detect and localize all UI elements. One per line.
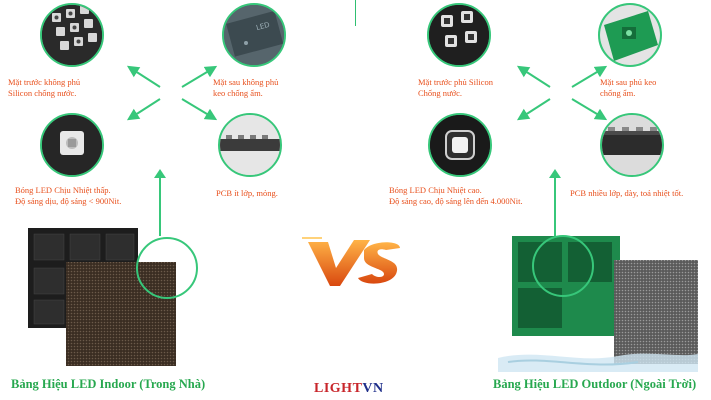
outdoor-module-image [498, 232, 698, 372]
outdoor-up-arrow [549, 169, 561, 236]
indoor-led-closeup [40, 113, 104, 177]
vs-emblem [302, 237, 400, 286]
outdoor-arrow-cluster [516, 65, 608, 121]
indoor-highlight-ring [136, 237, 198, 299]
caption-line: Bóng LED Chịu Nhiệt thấp. [15, 185, 111, 195]
indoor-pcb-caption: PCB ít lớp, mỏng. [216, 188, 278, 199]
caption-line: Silicon chống nước. [8, 88, 77, 98]
indoor-back-caption: Mặt sau không phủ keo chống ẩm. [213, 77, 278, 99]
indoor-title: Bảng Hiệu LED Indoor (Trong Nhà) [11, 377, 206, 391]
caption-line: PCB ít lớp, mỏng. [216, 188, 278, 198]
caption-line: Độ sáng cao, độ sáng lên đến 4.000Nit. [389, 196, 523, 206]
outdoor-pcb-closeup [600, 113, 664, 177]
indoor-arrow-cluster [126, 65, 218, 121]
outdoor-pcb-caption: PCB nhiều lớp, dày, toả nhiệt tốt. [570, 188, 683, 199]
caption-line: Độ sáng dịu, độ sáng < 900Nit. [15, 196, 122, 206]
outdoor-led-closeup [428, 113, 492, 177]
caption-line: Chống nước. [418, 88, 463, 98]
caption-line: Mặt sau phủ keo [600, 77, 657, 87]
caption-line: Mặt trước phủ Silicon [418, 77, 493, 87]
caption-line: Mặt sau không phủ [213, 77, 279, 87]
outdoor-back-closeup [598, 3, 662, 67]
logo-part1: LIGHT [314, 381, 363, 396]
caption-line: chống ẩm. [600, 88, 636, 98]
indoor-back-closeup: LED [222, 3, 286, 67]
indoor-pcb-closeup [218, 113, 282, 177]
outdoor-front-closeup [427, 3, 491, 67]
logo-part2: VN [362, 381, 384, 396]
back-label-text: LED [255, 21, 270, 32]
outdoor-back-caption: Mặt sau phủ keo chống ẩm. [600, 77, 656, 99]
indoor-up-arrow [154, 169, 166, 236]
indoor-front-closeup [40, 3, 104, 67]
outdoor-highlight-ring [532, 235, 594, 297]
outdoor-led-caption: Bóng LED Chịu Nhiệt cao. Độ sáng cao, độ… [389, 185, 523, 207]
caption-line: Bóng LED Chịu Nhiệt cao. [389, 185, 482, 195]
caption-line: keo chống ẩm. [213, 88, 263, 98]
outdoor-front-caption: Mặt trước phủ Silicon Chống nước. [418, 77, 493, 99]
caption-line: PCB nhiều lớp, dày, toả nhiệt tốt. [570, 188, 684, 198]
caption-line: Mặt trước không phủ [8, 77, 81, 87]
lightvn-logo: LIGHTVN [314, 381, 384, 397]
center-divider [355, 0, 356, 26]
indoor-front-caption: Mặt trước không phủ Silicon chống nước. [8, 77, 80, 99]
indoor-led-caption: Bóng LED Chịu Nhiệt thấp. Độ sáng dịu, đ… [15, 185, 121, 207]
outdoor-title: Bảng Hiệu LED Outdoor (Ngoài Trời) [493, 377, 697, 391]
